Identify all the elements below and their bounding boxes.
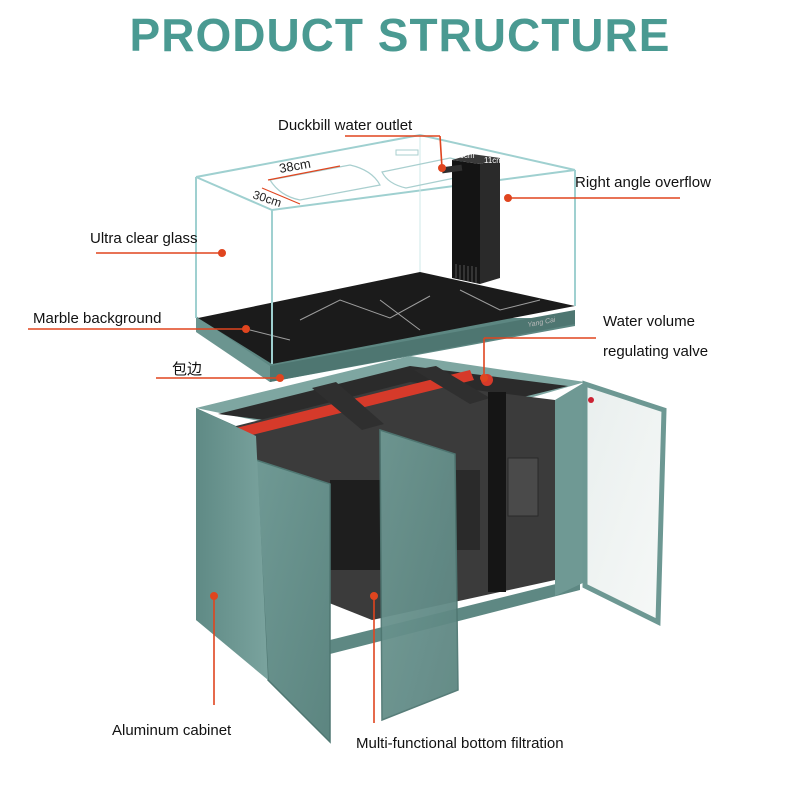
label-ultra-clear-glass: Ultra clear glass (90, 230, 198, 247)
dim-cutout-width: 30cm (251, 188, 283, 210)
overflow-box-front (452, 160, 480, 284)
dim-line-30 (261, 187, 301, 205)
duckbill-outlet-icon (441, 164, 463, 174)
glass-front-top (195, 169, 576, 212)
label-right-angle-overflow: Right angle overflow (575, 174, 711, 191)
cabinet-door-right-open (582, 380, 667, 626)
top-brace-2 (414, 366, 490, 404)
filter-box (507, 457, 539, 517)
door-hinge-icon (588, 397, 594, 403)
marble-vein (249, 289, 541, 341)
dim-line-38 (267, 165, 341, 181)
dim-overflow-depth: 16cm (455, 151, 475, 160)
top-handle-slot (395, 149, 419, 156)
label-marble-background: Marble background (33, 310, 162, 327)
top-cutout-left (269, 164, 381, 201)
tank-base-side (270, 310, 575, 382)
label-edging: 包边 (172, 361, 203, 378)
overflow-box-side (480, 158, 500, 284)
cabinet-right-side (555, 382, 585, 596)
glass-tank: 38cm 30cm 16cm 11cm Yang Cai (195, 133, 576, 382)
aluminum-cabinet (196, 356, 667, 744)
label-bottom-filtration: Multi-functional bottom filtration (356, 735, 564, 752)
label-duckbill-outlet: Duckbill water outlet (278, 117, 413, 134)
page-title: PRODUCT STRUCTURE (129, 9, 671, 61)
dim-overflow-width: 11cm (484, 156, 503, 165)
label-water-volume: Water volume (603, 313, 695, 330)
cabinet-door-left (255, 458, 331, 744)
cabinet-door-center (379, 428, 459, 722)
leader-lines (28, 135, 680, 723)
overflow-comb (455, 264, 477, 283)
dim-cutout-length: 38cm (278, 156, 312, 176)
marble-floor (198, 272, 575, 364)
top-brace-1 (312, 382, 384, 430)
filter-column (488, 392, 506, 592)
overflow-box-top (452, 154, 500, 164)
label-aluminum-cabinet: Aluminum cabinet (112, 722, 232, 739)
label-regulating-valve: regulating valve (603, 343, 709, 360)
tank-base-front (196, 316, 270, 382)
